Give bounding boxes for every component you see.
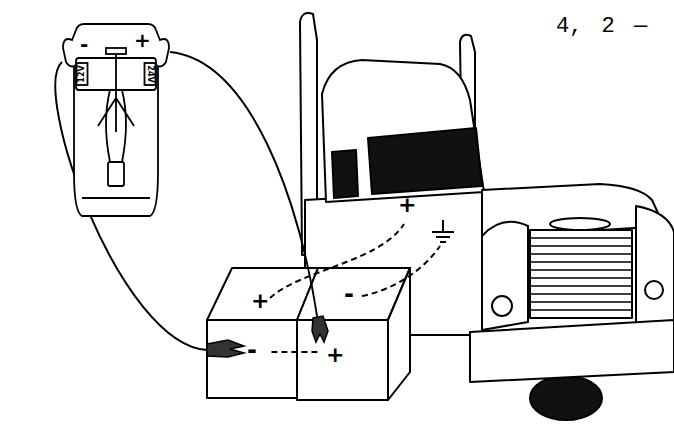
terminal-sign: - bbox=[247, 338, 257, 362]
batteries bbox=[207, 268, 410, 400]
fender bbox=[482, 222, 528, 330]
terminal-sign: - bbox=[344, 282, 354, 306]
handle bbox=[106, 48, 126, 54]
ground-symbol bbox=[432, 220, 454, 242]
base-line bbox=[82, 197, 150, 199]
cab bbox=[322, 60, 484, 202]
ground-symbol bbox=[432, 220, 454, 242]
headlight bbox=[645, 281, 663, 299]
headlight bbox=[492, 296, 512, 316]
voltage-label: 24V bbox=[146, 65, 154, 82]
page-number: 4, 2 — bbox=[556, 16, 647, 38]
grille-bars bbox=[530, 238, 632, 310]
grille bbox=[530, 230, 632, 318]
terminal-sign: - bbox=[80, 34, 88, 54]
jump-starter-body bbox=[62, 22, 170, 218]
dashed-wire bbox=[271, 351, 318, 353]
voltage-label: 12V bbox=[78, 65, 86, 82]
jump-starter: - +12V 24V bbox=[62, 22, 170, 218]
dashed-wire bbox=[270, 224, 404, 298]
terminal-sign: + bbox=[326, 344, 344, 366]
plug bbox=[108, 162, 124, 186]
jumper-cable bbox=[170, 52, 318, 322]
battery-front bbox=[207, 320, 297, 398]
voltage-switch bbox=[145, 63, 156, 85]
bumper bbox=[470, 320, 674, 382]
cable-clamp bbox=[312, 316, 328, 342]
dashed-wire bbox=[362, 246, 440, 296]
voltage-switch bbox=[77, 63, 88, 85]
battery-side bbox=[388, 268, 410, 400]
wires bbox=[270, 224, 440, 298]
emblem bbox=[550, 218, 610, 230]
terminal-sign: + bbox=[134, 30, 151, 50]
starter-outline bbox=[63, 24, 169, 216]
windshield bbox=[368, 128, 482, 194]
cord bbox=[98, 54, 134, 162]
wheel bbox=[530, 376, 602, 420]
battery: +- bbox=[207, 262, 271, 398]
side-window bbox=[332, 150, 358, 198]
battery-front bbox=[297, 320, 388, 400]
terminal-sign: + bbox=[398, 194, 416, 216]
battery: -+ bbox=[318, 262, 398, 400]
cable-clamp bbox=[207, 340, 244, 357]
terminal-sign: + bbox=[251, 290, 269, 312]
